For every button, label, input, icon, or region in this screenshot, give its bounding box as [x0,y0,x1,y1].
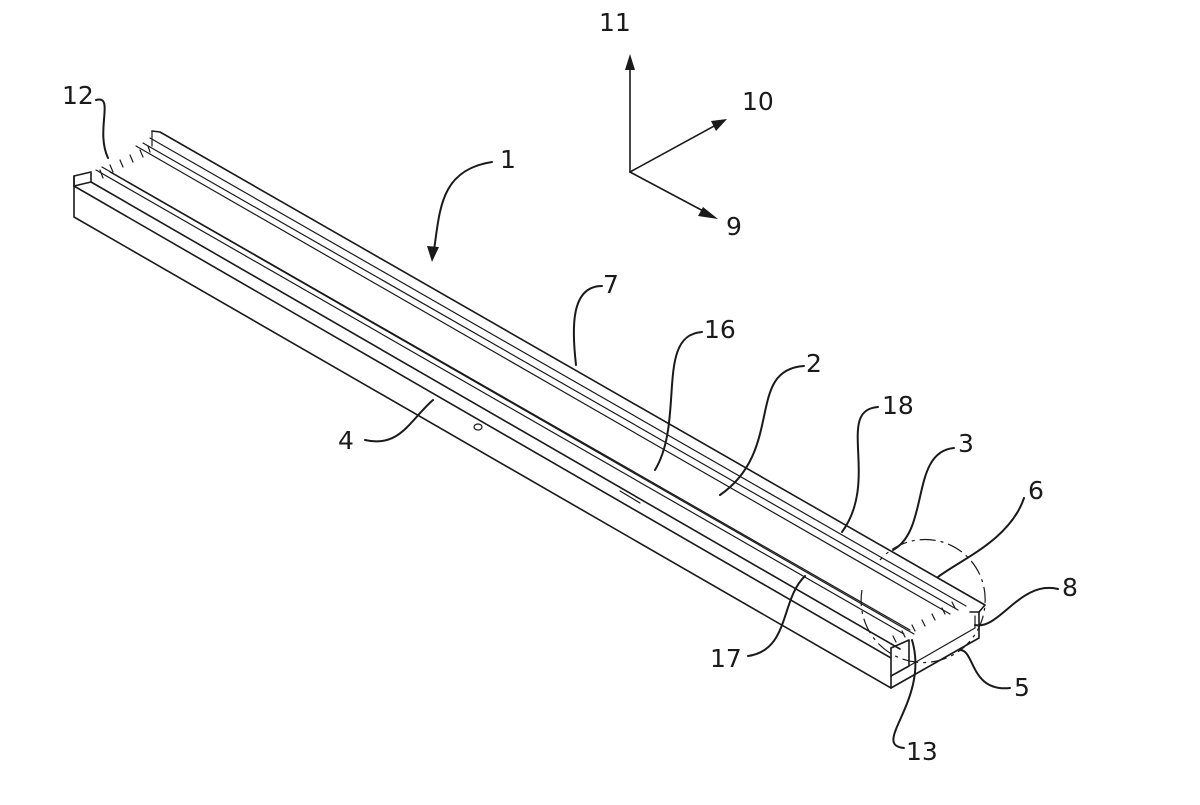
axis-10-arrow [630,125,716,172]
leader-5 [960,650,1010,688]
label-17: 17 [710,644,742,673]
label-1: 1 [500,145,516,174]
rail-back-top-edge [152,131,985,612]
leader-3 [893,448,954,550]
leader-lines [96,100,1058,748]
rail-right-end-face [891,612,979,688]
axis-indicator [625,54,727,219]
groove-line-7c [136,146,950,614]
leader-1 [434,162,492,250]
leader-6 [938,498,1024,577]
label-4: 4 [338,426,354,455]
rail-front-bottom-edge [74,176,891,688]
leader-1-arrowhead [427,246,439,262]
leader-17 [748,576,805,656]
leader-4 [365,400,433,441]
rail-left-end-face [74,172,91,186]
groove-line-4a [96,170,904,634]
label-3: 3 [958,429,974,458]
axis-11-arrowhead [625,54,635,70]
groove-line-7a [150,138,966,606]
label-6: 6 [1028,476,1044,505]
profile-rail [74,131,985,688]
label-8: 8 [1062,573,1078,602]
leader-7 [574,286,602,365]
label-18: 18 [882,391,914,420]
axis-10-arrowhead [711,119,727,131]
label-7: 7 [603,270,619,299]
label-5: 5 [1014,673,1030,702]
groove-line-4c [110,172,914,634]
leader-12 [96,100,108,158]
rail-front-side-edge [74,186,891,658]
rail-teeth-right [893,602,955,642]
rail-front-top-edge [91,182,900,649]
leader-2 [720,366,804,495]
label-2: 2 [806,349,822,378]
label-13: 13 [906,737,938,766]
label-10: 10 [742,87,774,116]
rail-hole [474,424,482,430]
leader-8 [975,588,1058,625]
label-9: 9 [726,212,742,241]
label-16: 16 [704,315,736,344]
axis-9-arrow [630,172,707,213]
axis-9-arrowhead [698,207,718,219]
leader-18 [842,407,878,532]
label-12: 12 [62,81,94,110]
label-11: 11 [599,8,631,37]
groove-line-7b [143,143,958,610]
